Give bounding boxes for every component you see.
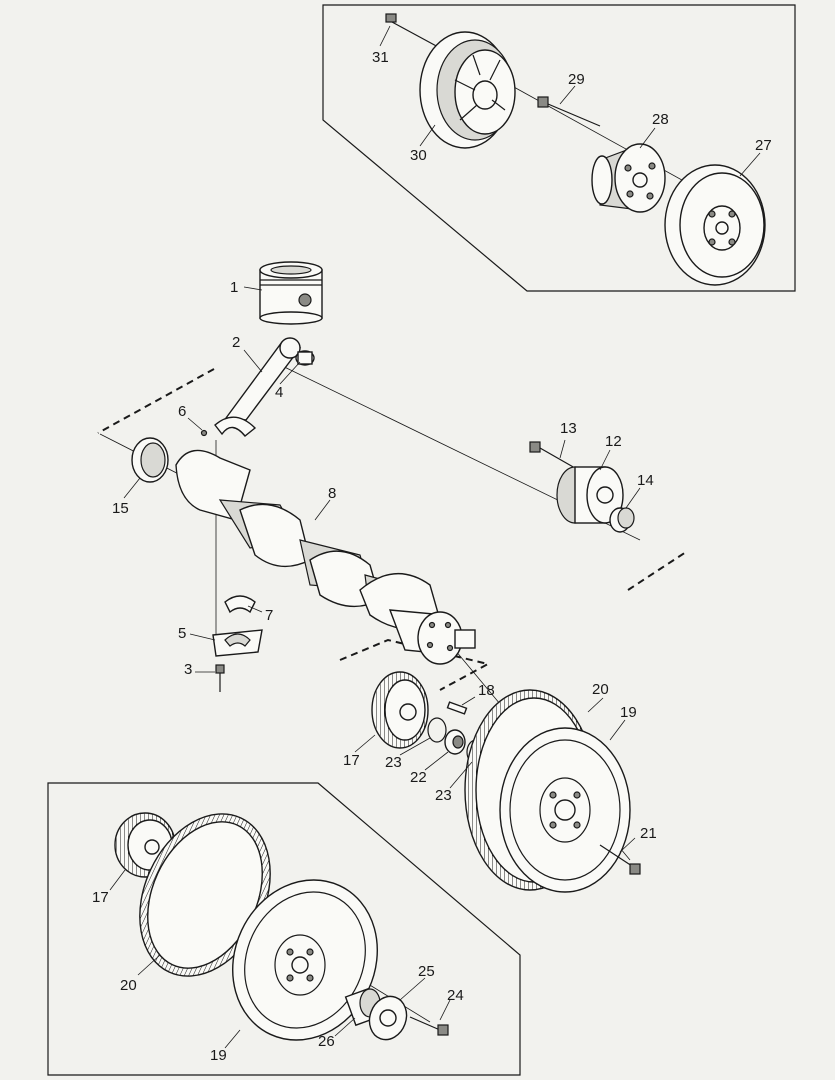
- label-19: 19: [620, 704, 637, 721]
- label-4: 4: [275, 384, 283, 401]
- bearing-shell-7: [224, 595, 256, 614]
- dashed-outline-gear: [339, 638, 491, 691]
- dashed-outline-conrod: [97, 368, 215, 434]
- pulley-30: [419, 31, 516, 149]
- label-21: 21: [640, 825, 657, 842]
- seal-15: [131, 437, 169, 483]
- label-29: 29: [568, 71, 585, 88]
- label-27: 27: [755, 137, 772, 154]
- label-8: 8: [328, 485, 336, 502]
- label-6: 6: [178, 403, 186, 420]
- label-2: 2: [232, 334, 240, 351]
- label-17: 17: [343, 752, 360, 769]
- bearing-cap-5: [212, 629, 263, 657]
- label-23a: 23: [385, 754, 402, 771]
- label-18: 18: [478, 682, 495, 699]
- bolt-24: [409, 1016, 449, 1036]
- label-28: 28: [652, 111, 669, 128]
- label-19-inset: 19: [210, 1047, 227, 1064]
- label-23b: 23: [435, 787, 452, 804]
- piston-1: [259, 261, 323, 325]
- label-31: 31: [372, 49, 389, 66]
- label-15: 15: [112, 500, 129, 517]
- dowel-6: [200, 429, 208, 437]
- crankshaft-8: [175, 449, 476, 665]
- bolt-13: [529, 441, 576, 469]
- bushing-4: [295, 350, 315, 366]
- label-17-inset: 17: [92, 889, 109, 906]
- label-22: 22: [410, 769, 427, 786]
- flywheel-19: [499, 727, 631, 893]
- label-14: 14: [637, 472, 654, 489]
- label-1: 1: [230, 279, 238, 296]
- label-13: 13: [560, 420, 577, 437]
- bolt-3: [215, 664, 225, 692]
- conrod-2: [214, 337, 302, 437]
- ring-gear-20-inset: [139, 813, 271, 977]
- bolt-21: [599, 844, 641, 875]
- label-5: 5: [178, 625, 186, 642]
- bolt-29: [537, 96, 601, 127]
- label-3: 3: [184, 661, 192, 678]
- leader-lines: [109, 25, 761, 1049]
- bolt-31: [385, 13, 441, 49]
- pulley-12: [556, 466, 624, 524]
- inset-box-pulley: [322, 4, 796, 292]
- timing-gear-17: [371, 671, 429, 749]
- label-20: 20: [592, 681, 609, 698]
- bearing-22: [444, 729, 466, 755]
- label-26: 26: [318, 1033, 335, 1050]
- spacer-28: [591, 143, 666, 213]
- label-12: 12: [605, 433, 622, 450]
- label-30: 30: [410, 147, 427, 164]
- inset-box-flywheel-variant: [47, 782, 521, 1076]
- nut-14: [609, 507, 635, 533]
- plate-25: [368, 995, 408, 1041]
- label-25: 25: [418, 963, 435, 980]
- damper-27: [664, 164, 766, 286]
- label-7: 7: [265, 607, 273, 624]
- key-18: [446, 701, 468, 715]
- label-20-inset: 20: [120, 977, 137, 994]
- circlip-23a: [427, 717, 447, 743]
- flywheel-19-inset: [232, 879, 378, 1041]
- label-24: 24: [447, 987, 464, 1004]
- dashed-outline-nose: [627, 551, 687, 591]
